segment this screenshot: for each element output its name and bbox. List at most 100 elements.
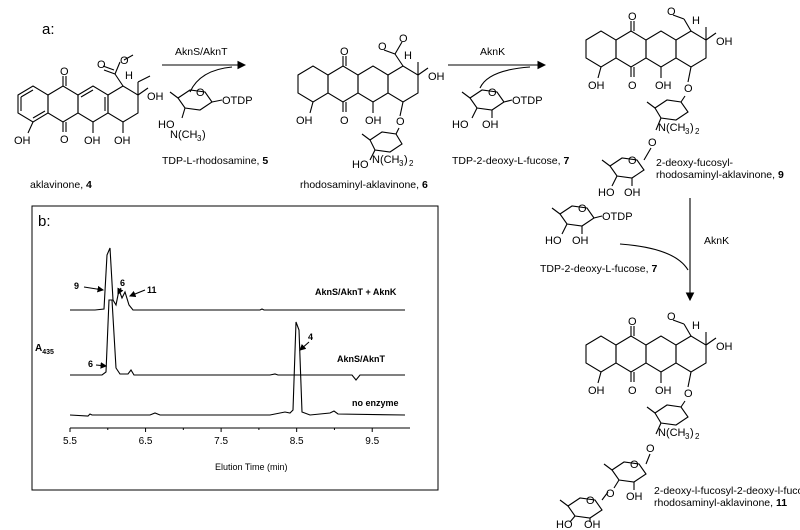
- svg-text:O: O: [60, 134, 69, 146]
- svg-text:O: O: [488, 87, 497, 99]
- svg-text:O: O: [340, 115, 349, 127]
- donor-arrow-3: [619, 243, 689, 271]
- svg-text:O: O: [667, 6, 676, 18]
- svg-text:HO: HO: [545, 235, 562, 247]
- svg-text:OH: OH: [482, 119, 499, 131]
- svg-text:H: H: [692, 320, 700, 332]
- donor-arrow-2: [479, 66, 531, 89]
- svg-text:3: 3: [399, 159, 404, 168]
- svg-text:OH: OH: [655, 385, 672, 397]
- svg-text:OH: OH: [588, 385, 605, 397]
- svg-text:OH: OH: [84, 135, 101, 147]
- panel-b-label: b:: [38, 213, 51, 230]
- svg-text:O: O: [684, 83, 693, 95]
- enzyme-label-1: AknS/AknT: [175, 46, 228, 58]
- trace-label-1: AknS/AknT + AknK: [315, 287, 397, 297]
- svg-text:OTDP: OTDP: [602, 211, 633, 223]
- svg-text:H: H: [692, 15, 700, 27]
- svg-text:): ): [202, 129, 206, 141]
- product2-caption-line2: rhodosaminyl-aklavinone, 9: [656, 169, 784, 181]
- svg-text:HO: HO: [352, 159, 369, 171]
- trace-label-2: AknS/AknT: [337, 354, 386, 364]
- svg-text:O: O: [60, 66, 69, 78]
- x-tick-marks: [69, 428, 373, 432]
- panel-a-label: a:: [42, 21, 55, 38]
- compound-11-structure: O O O H OH OH OH O N(CH 3 ) 2 O O OH O O…: [556, 311, 733, 530]
- peak-pointer-9: [83, 285, 105, 293]
- peak-pointer-6b: [95, 362, 108, 369]
- product2-caption-line1: 2-deoxy-fucosyl-: [656, 157, 734, 169]
- svg-text:OH: OH: [296, 115, 313, 127]
- svg-text:N(CH: N(CH: [372, 154, 400, 166]
- svg-text:2: 2: [695, 127, 700, 136]
- svg-text:OH: OH: [588, 80, 605, 92]
- trace-no-enzyme: [69, 321, 406, 417]
- svg-text:OH: OH: [624, 187, 641, 199]
- svg-text:OH: OH: [428, 71, 445, 83]
- svg-text:O: O: [97, 59, 106, 71]
- product3-caption-line2: rhodosaminyl-aklavinone, 11: [654, 497, 787, 509]
- svg-text:O: O: [684, 388, 693, 400]
- svg-text:HO: HO: [452, 119, 469, 131]
- svg-text:O: O: [628, 11, 637, 23]
- enzyme-label-3: AknK: [704, 235, 729, 247]
- svg-text:OTDP: OTDP: [222, 95, 253, 107]
- svg-text:OTDP: OTDP: [512, 95, 543, 107]
- svg-text:OH: OH: [572, 235, 589, 247]
- svg-text:O: O: [578, 203, 587, 215]
- svg-text:): ): [404, 154, 408, 166]
- donor-arrow-1: [189, 66, 233, 93]
- svg-text:OH: OH: [626, 491, 643, 503]
- svg-text:O: O: [196, 87, 205, 99]
- svg-text:OH: OH: [147, 91, 164, 103]
- deoxyfucose-sugar-1: O OTDP HO OH: [452, 87, 543, 131]
- peak-label-4: 4: [308, 332, 313, 342]
- donor2-caption: TDP-2-deoxy-L-fucose, 7: [452, 155, 569, 167]
- aklavinone-structure: O O O O H OH OH OH OH: [14, 54, 164, 147]
- donor1-caption: TDP-L-rhodosamine, 5: [162, 155, 268, 167]
- svg-text:N(CH: N(CH: [658, 122, 686, 134]
- svg-text:HO: HO: [158, 119, 175, 131]
- svg-text:OH: OH: [655, 80, 672, 92]
- svg-text:HO: HO: [556, 519, 573, 530]
- svg-text:O: O: [628, 316, 637, 328]
- x-tick-label: 6.5: [139, 436, 153, 447]
- x-tick-label: 7.5: [214, 436, 228, 447]
- panel-b-frame: [31, 205, 439, 491]
- peak-label-11: 11: [147, 285, 157, 295]
- svg-text:O: O: [648, 137, 657, 149]
- rhodosaminyl-aklavinone-structure: O O O O H OH OH OH O HO N(CH 3 ) 2: [296, 33, 445, 171]
- svg-text:): ): [690, 427, 694, 439]
- svg-text:O: O: [646, 443, 655, 455]
- svg-text:O: O: [630, 459, 639, 471]
- svg-text:OH: OH: [365, 115, 382, 127]
- peak-pointer-6a: [117, 287, 124, 295]
- svg-text:O: O: [628, 80, 637, 92]
- product3-caption-line1: 2-deoxy-l-fucosyl-2-deoxy-l-fucosyl-: [654, 485, 800, 497]
- svg-text:O: O: [396, 116, 405, 128]
- svg-text:N(CH: N(CH: [170, 129, 198, 141]
- svg-text:H: H: [404, 50, 412, 62]
- svg-text:OH: OH: [114, 135, 131, 147]
- x-tick-label: 9.5: [365, 436, 379, 447]
- deoxyfucose-sugar-2: O OTDP HO OH: [545, 203, 633, 247]
- donor3-caption: TDP-2-deoxy-L-fucose, 7: [540, 263, 657, 275]
- x-tick-label: 5.5: [63, 436, 77, 447]
- svg-text:OH: OH: [716, 36, 733, 48]
- svg-text:O: O: [586, 495, 595, 507]
- peak-pointer-4: [299, 341, 310, 351]
- svg-text:O: O: [399, 33, 408, 45]
- trace-label-3: no enzyme: [352, 398, 399, 408]
- svg-text:OH: OH: [716, 341, 733, 353]
- peak-label-9: 9: [74, 281, 79, 291]
- svg-text:N(CH: N(CH: [658, 427, 686, 439]
- peak-label-6b: 6: [88, 359, 93, 369]
- svg-text:H: H: [125, 70, 133, 82]
- product1-caption: rhodosaminyl-aklavinone, 6: [300, 179, 428, 191]
- aklavinone-caption: aklavinone, 4: [30, 179, 92, 191]
- svg-text:): ): [690, 122, 694, 134]
- peak-label-6a: 6: [120, 278, 125, 288]
- svg-text:2: 2: [695, 432, 700, 441]
- compound-9-structure: O O O H OH OH OH O N(CH 3 ) 2 O O HO OH: [585, 6, 733, 199]
